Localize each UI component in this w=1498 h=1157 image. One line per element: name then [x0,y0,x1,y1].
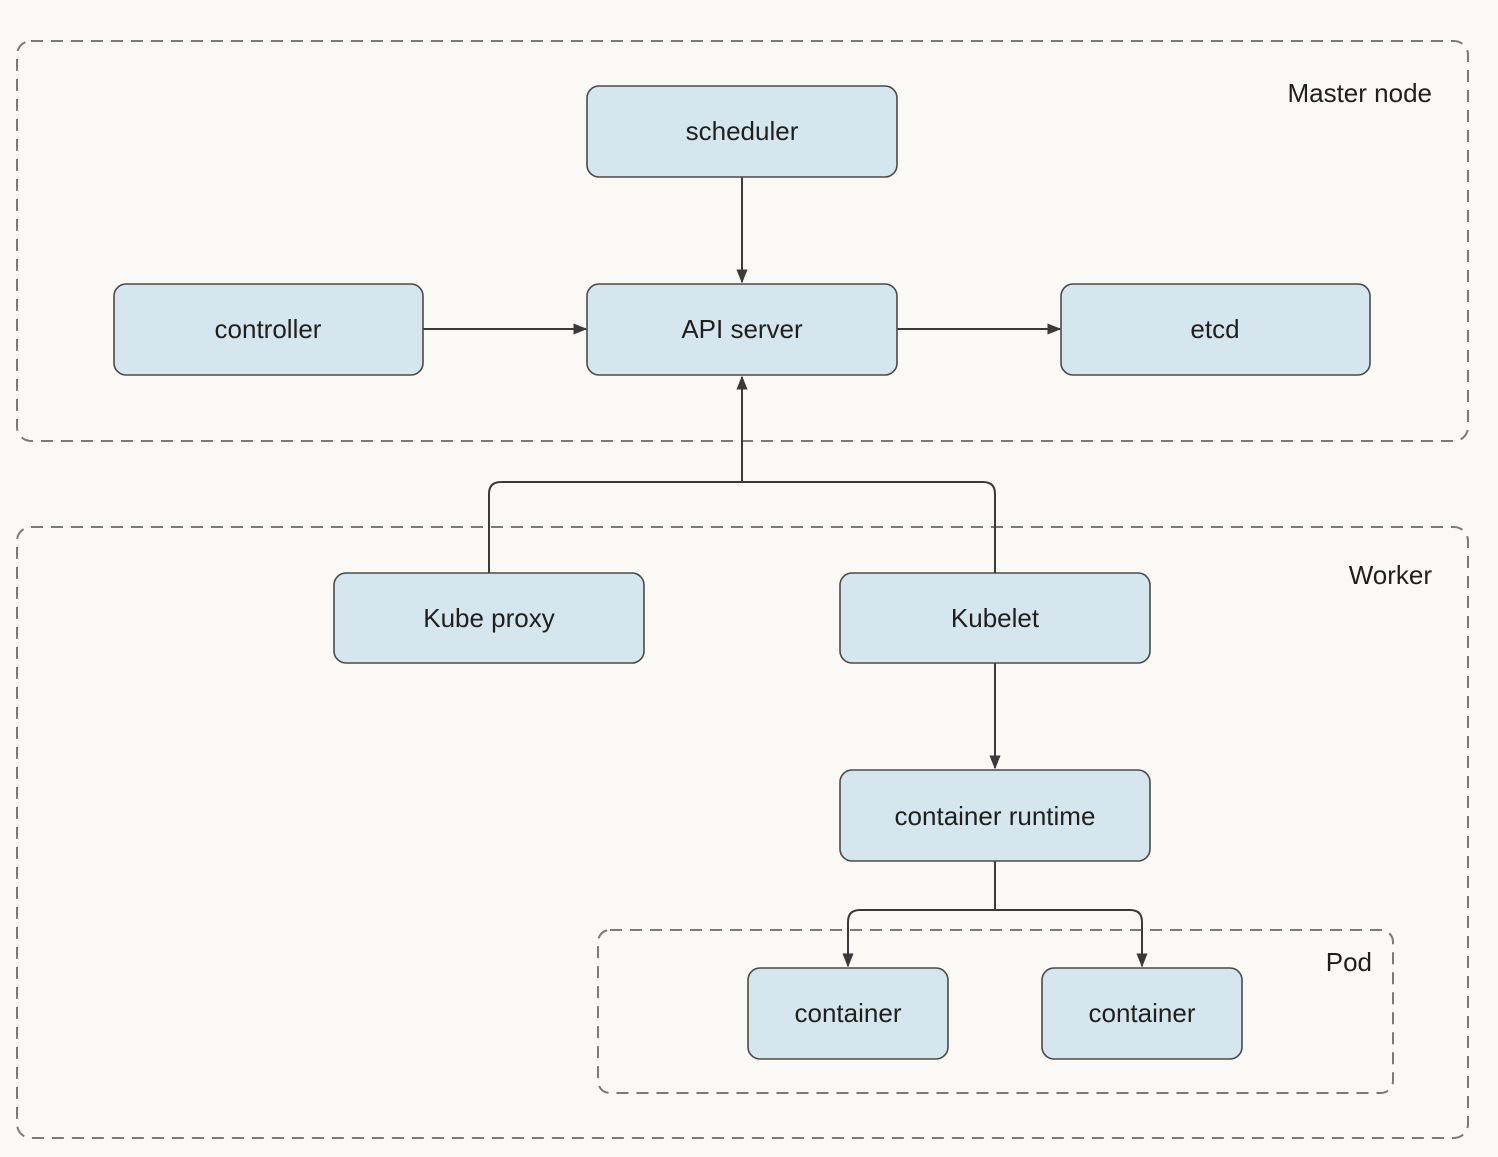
edge-kube-proxy-to-api-server [488,481,742,573]
node-api-server: API server [586,283,898,376]
node-controller: controller [113,283,424,376]
etcd-label: etcd [1190,314,1239,344]
edge-container-runtime-to-container-1 [842,909,995,968]
node-kubelet: Kubelet [839,572,1151,664]
kube-proxy-label: Kube proxy [423,603,555,633]
api-server-label: API server [681,314,803,344]
node-etcd: etcd [1060,283,1371,376]
container-2-label: container [1089,998,1196,1028]
node-scheduler: scheduler [586,85,898,178]
master-node-label: Master node [1287,78,1432,108]
edge-kubelet-to-api-server [742,481,996,573]
node-container-1: container [747,967,949,1060]
container-1-label: container [795,998,902,1028]
edge-container-runtime-to-container-2 [995,909,1148,968]
worker-label: Worker [1349,560,1433,590]
node-kube-proxy: Kube proxy [333,572,645,664]
edges [423,177,1148,968]
kubelet-label: Kubelet [951,603,1040,633]
pod-region: Pod [597,929,1394,1094]
node-container-runtime: container runtime [839,769,1151,862]
worker-region: Worker [16,526,1469,1139]
scheduler-label: scheduler [686,116,799,146]
controller-label: controller [215,314,322,344]
node-container-2: container [1041,967,1243,1060]
container-runtime-label: container runtime [895,801,1096,831]
pod-label: Pod [1326,947,1372,977]
